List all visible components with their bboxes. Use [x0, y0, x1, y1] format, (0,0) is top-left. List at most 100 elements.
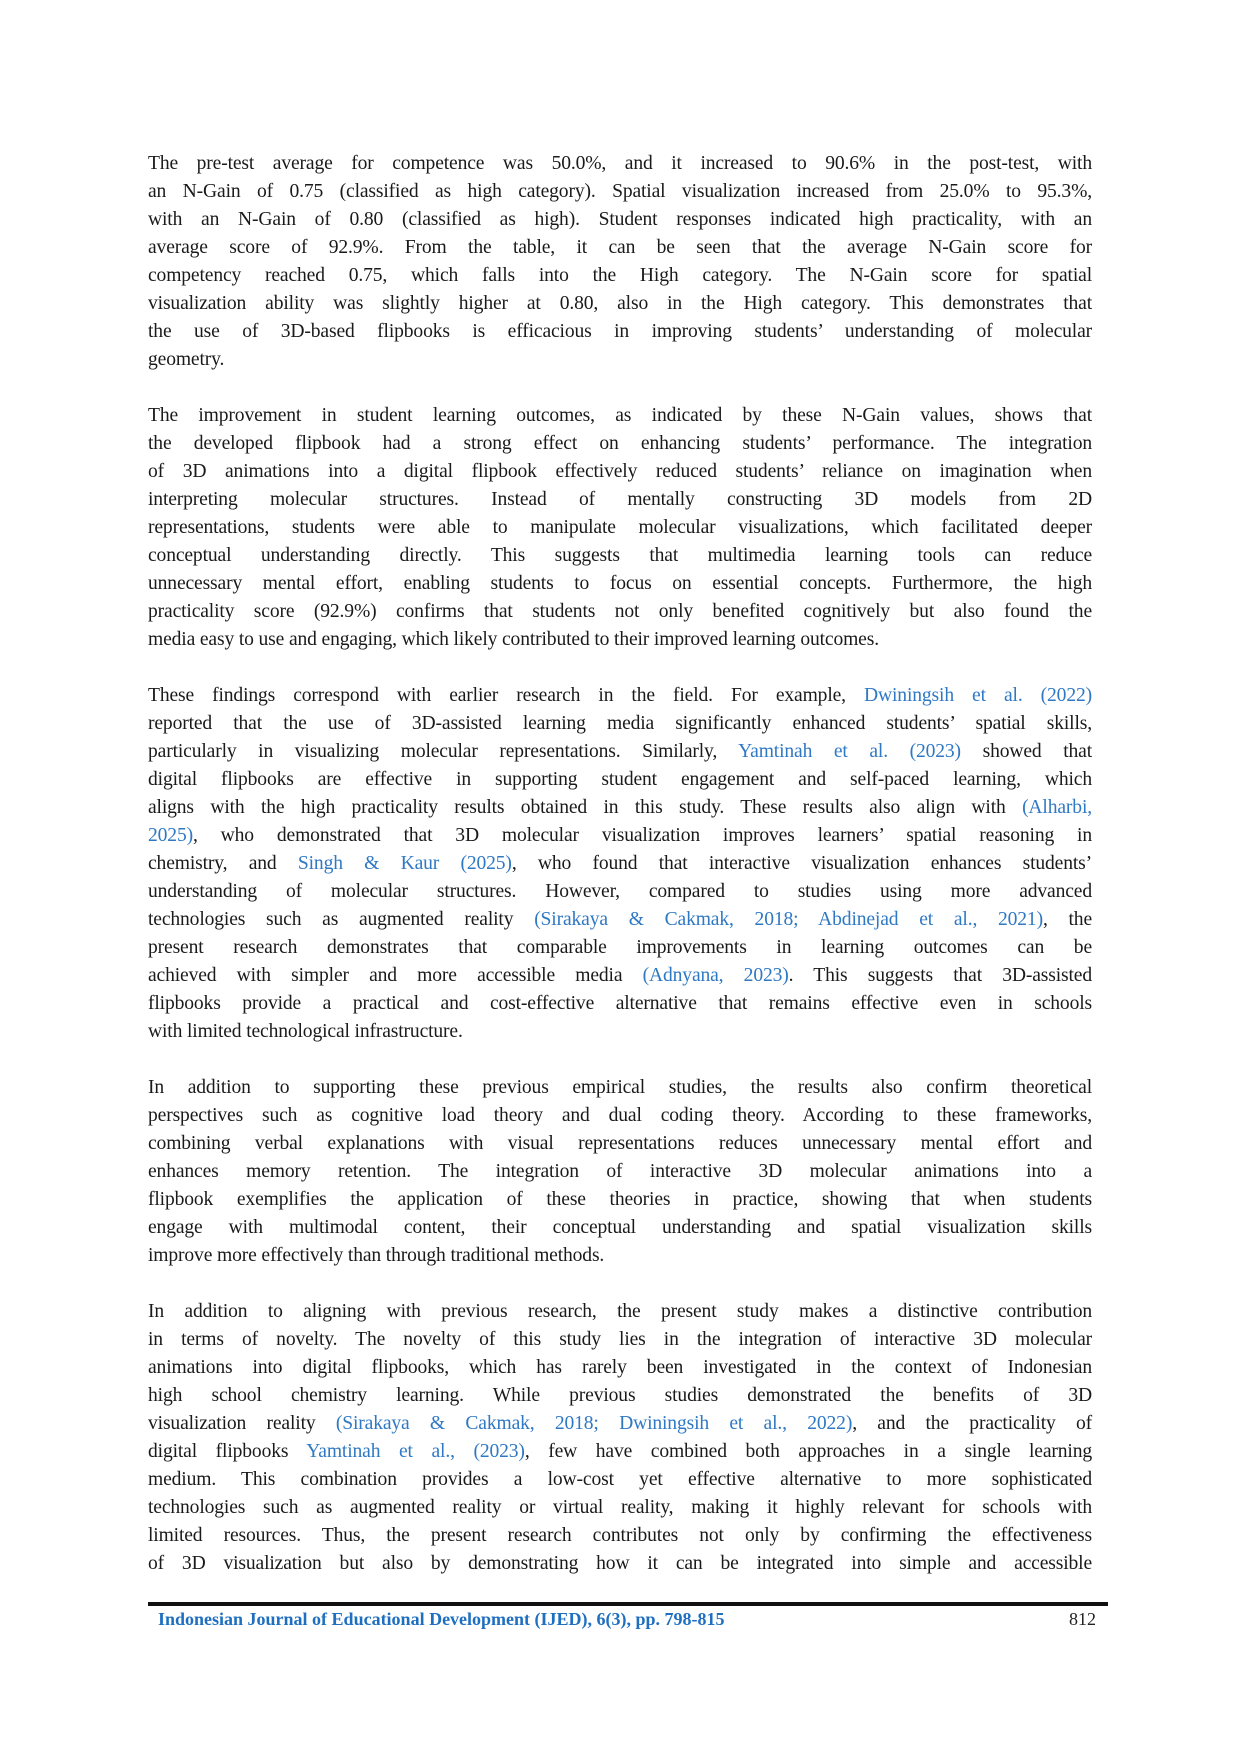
footer-journal-title: Indonesian Journal of Educational Develo… [158, 1609, 725, 1629]
text-line: flipbooks provide a practical and cost-e… [148, 990, 1092, 1018]
text-line: chemistry, and Singh & Kaur (2025), who … [148, 850, 1092, 878]
text-segment: enhances memory retention. The integrati… [148, 1161, 1092, 1182]
paragraph: The pre-test average for competence was … [148, 150, 1092, 374]
text-segment: These findings correspond with earlier r… [148, 685, 865, 706]
paragraph: These findings correspond with earlier r… [148, 682, 1092, 1046]
paragraph: In addition to supporting these previous… [148, 1074, 1092, 1270]
text-segment: perspectives such as cognitive load theo… [148, 1105, 1092, 1126]
text-line: technologies such as augmented reality (… [148, 906, 1092, 934]
text-line: particularly in visualizing molecular re… [148, 738, 1092, 766]
text-segment: limited resources. Thus, the present res… [148, 1525, 1092, 1546]
text-segment: competency reached 0.75, which falls int… [148, 265, 1092, 286]
text-segment: technologies such as augmented reality [148, 909, 535, 930]
citation-link[interactable]: Yamtinah et al. (2023) [738, 741, 961, 762]
text-line: medium. This combination provides a low-… [148, 1466, 1092, 1494]
page-number: 812 [1069, 1609, 1096, 1629]
text-segment: media easy to use and engaging, which li… [148, 629, 879, 650]
text-line: combining verbal explanations with visua… [148, 1130, 1092, 1158]
text-segment: in terms of novelty. The novelty of this… [148, 1329, 1092, 1350]
text-line: In addition to aligning with previous re… [148, 1298, 1092, 1326]
text-segment: flipbooks provide a practical and cost-e… [148, 993, 1092, 1014]
text-segment: practicality score (92.9%) confirms that… [148, 601, 1092, 622]
paragraph: The improvement in student learning outc… [148, 402, 1092, 654]
text-segment: technologies such as augmented reality o… [148, 1497, 1092, 1518]
text-line: competency reached 0.75, which falls int… [148, 262, 1092, 290]
citation-link[interactable]: Dwiningsih et al. (2022) [864, 685, 1092, 706]
text-line: flipbook exemplifies the application of … [148, 1186, 1092, 1214]
text-line: The pre-test average for competence was … [148, 150, 1092, 178]
text-line: The improvement in student learning outc… [148, 402, 1092, 430]
text-line: conceptual understanding directly. This … [148, 542, 1092, 570]
citation-link[interactable]: (Alharbi, [1022, 797, 1092, 818]
text-line: aligns with the high practicality result… [148, 794, 1092, 822]
text-line: technologies such as augmented reality o… [148, 1494, 1092, 1522]
text-segment: reported that the use of 3D-assisted lea… [148, 713, 1092, 734]
text-segment: unnecessary mental effort, enabling stud… [148, 573, 1092, 594]
text-line: digital flipbooks Yamtinah et al., (2023… [148, 1438, 1092, 1466]
citation-link[interactable]: (Sirakaya & Cakmak, 2018; Dwiningsih et … [335, 1413, 853, 1434]
text-segment: present research demonstrates that compa… [148, 937, 1092, 958]
text-segment: the use of 3D-based flipbooks is efficac… [148, 321, 1092, 342]
text-segment: , the [1042, 909, 1093, 930]
text-segment: medium. This combination provides a low-… [148, 1469, 1092, 1490]
text-line: visualization ability was slightly highe… [148, 290, 1092, 318]
text-line: high school chemistry learning. While pr… [148, 1382, 1092, 1410]
text-line: achieved with simpler and more accessibl… [148, 962, 1092, 990]
text-segment: geometry. [148, 349, 225, 370]
text-line: present research demonstrates that compa… [148, 934, 1092, 962]
text-segment: flipbook exemplifies the application of … [148, 1189, 1092, 1210]
text-segment: , few have combined both approaches in a… [524, 1441, 1092, 1462]
text-segment: achieved with simpler and more accessibl… [148, 965, 643, 986]
text-segment: animations into digital flipbooks, which… [148, 1357, 1092, 1378]
text-segment: representations, students were able to m… [148, 517, 1092, 538]
text-line: understanding of molecular structures. H… [148, 878, 1092, 906]
text-line: perspectives such as cognitive load theo… [148, 1102, 1092, 1130]
text-line: digital flipbooks are effective in suppo… [148, 766, 1092, 794]
text-line: reported that the use of 3D-assisted lea… [148, 710, 1092, 738]
text-segment: an N-Gain of 0.75 (classified as high ca… [148, 181, 1092, 202]
text-line: interpreting molecular structures. Inste… [148, 486, 1092, 514]
text-segment: of 3D animations into a digital flipbook… [148, 461, 1092, 482]
text-segment: In addition to aligning with previous re… [148, 1301, 1092, 1322]
text-line: improve more effectively than through tr… [148, 1242, 1092, 1270]
text-line: limited resources. Thus, the present res… [148, 1522, 1092, 1550]
text-segment: understanding of molecular structures. H… [148, 881, 1092, 902]
text-segment: interpreting molecular structures. Inste… [148, 489, 1092, 510]
text-line: average score of 92.9%. From the table, … [148, 234, 1092, 262]
citation-link[interactable]: 2025) [148, 825, 193, 846]
citation-link[interactable]: Singh & Kaur (2025) [297, 853, 512, 874]
text-segment: digital flipbooks are effective in suppo… [148, 769, 1092, 790]
text-line: engage with multimodal content, their co… [148, 1214, 1092, 1242]
text-line: in terms of novelty. The novelty of this… [148, 1326, 1092, 1354]
text-line: of 3D animations into a digital flipbook… [148, 458, 1092, 486]
citation-link[interactable]: (Adnyana, 2023) [642, 965, 789, 986]
text-segment: engage with multimodal content, their co… [148, 1217, 1092, 1238]
text-segment: , who found that interactive visualizati… [511, 853, 1093, 874]
text-segment: improve more effectively than through tr… [148, 1245, 605, 1266]
text-line: the developed flipbook had a strong effe… [148, 430, 1092, 458]
text-segment: of 3D visualization but also by demonstr… [148, 1553, 1092, 1574]
text-line: enhances memory retention. The integrati… [148, 1158, 1092, 1186]
text-line: with limited technological infrastructur… [148, 1018, 1092, 1046]
text-segment: showed that [960, 741, 1093, 762]
text-segment: combining verbal explanations with visua… [148, 1133, 1092, 1154]
text-segment: The pre-test average for competence was … [148, 153, 1092, 174]
text-line: of 3D visualization but also by demonstr… [148, 1550, 1092, 1578]
text-segment: , and the practicality of [852, 1413, 1092, 1434]
text-segment: . This suggests that 3D-assisted [788, 965, 1093, 986]
text-line: These findings correspond with earlier r… [148, 682, 1092, 710]
text-segment: aligns with the high practicality result… [148, 797, 1023, 818]
text-segment: high school chemistry learning. While pr… [148, 1385, 1092, 1406]
citation-link[interactable]: (Sirakaya & Cakmak, 2018; Abdinejad et a… [534, 909, 1043, 930]
text-line: the use of 3D-based flipbooks is efficac… [148, 318, 1092, 346]
text-segment: The improvement in student learning outc… [148, 405, 1092, 426]
text-line: animations into digital flipbooks, which… [148, 1354, 1092, 1382]
citation-link[interactable]: Yamtinah et al., (2023) [306, 1441, 525, 1462]
text-line: with an N-Gain of 0.80 (classified as hi… [148, 206, 1092, 234]
text-segment: the developed flipbook had a strong effe… [148, 433, 1092, 454]
text-segment: with an N-Gain of 0.80 (classified as hi… [148, 209, 1092, 230]
text-segment: digital flipbooks [148, 1441, 307, 1462]
text-segment: visualization reality [148, 1413, 336, 1434]
text-segment: chemistry, and [148, 853, 298, 874]
text-line: visualization reality (Sirakaya & Cakmak… [148, 1410, 1092, 1438]
